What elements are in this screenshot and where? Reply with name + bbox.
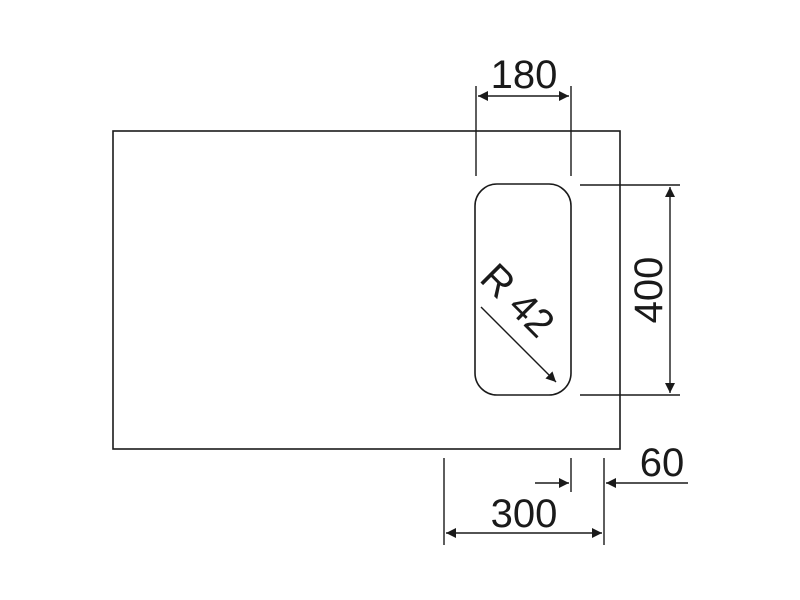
radius-leader-line: [480, 306, 557, 383]
label-bowl-width: 180: [491, 53, 558, 97]
label-edge-margin: 60: [640, 441, 685, 485]
label-offset: 300: [491, 492, 558, 536]
sink-plate-outline: [112, 130, 621, 450]
label-bowl-length: 400: [627, 257, 671, 324]
label-corner-radius: R 42: [472, 255, 563, 346]
bowl-outline: [474, 183, 572, 396]
